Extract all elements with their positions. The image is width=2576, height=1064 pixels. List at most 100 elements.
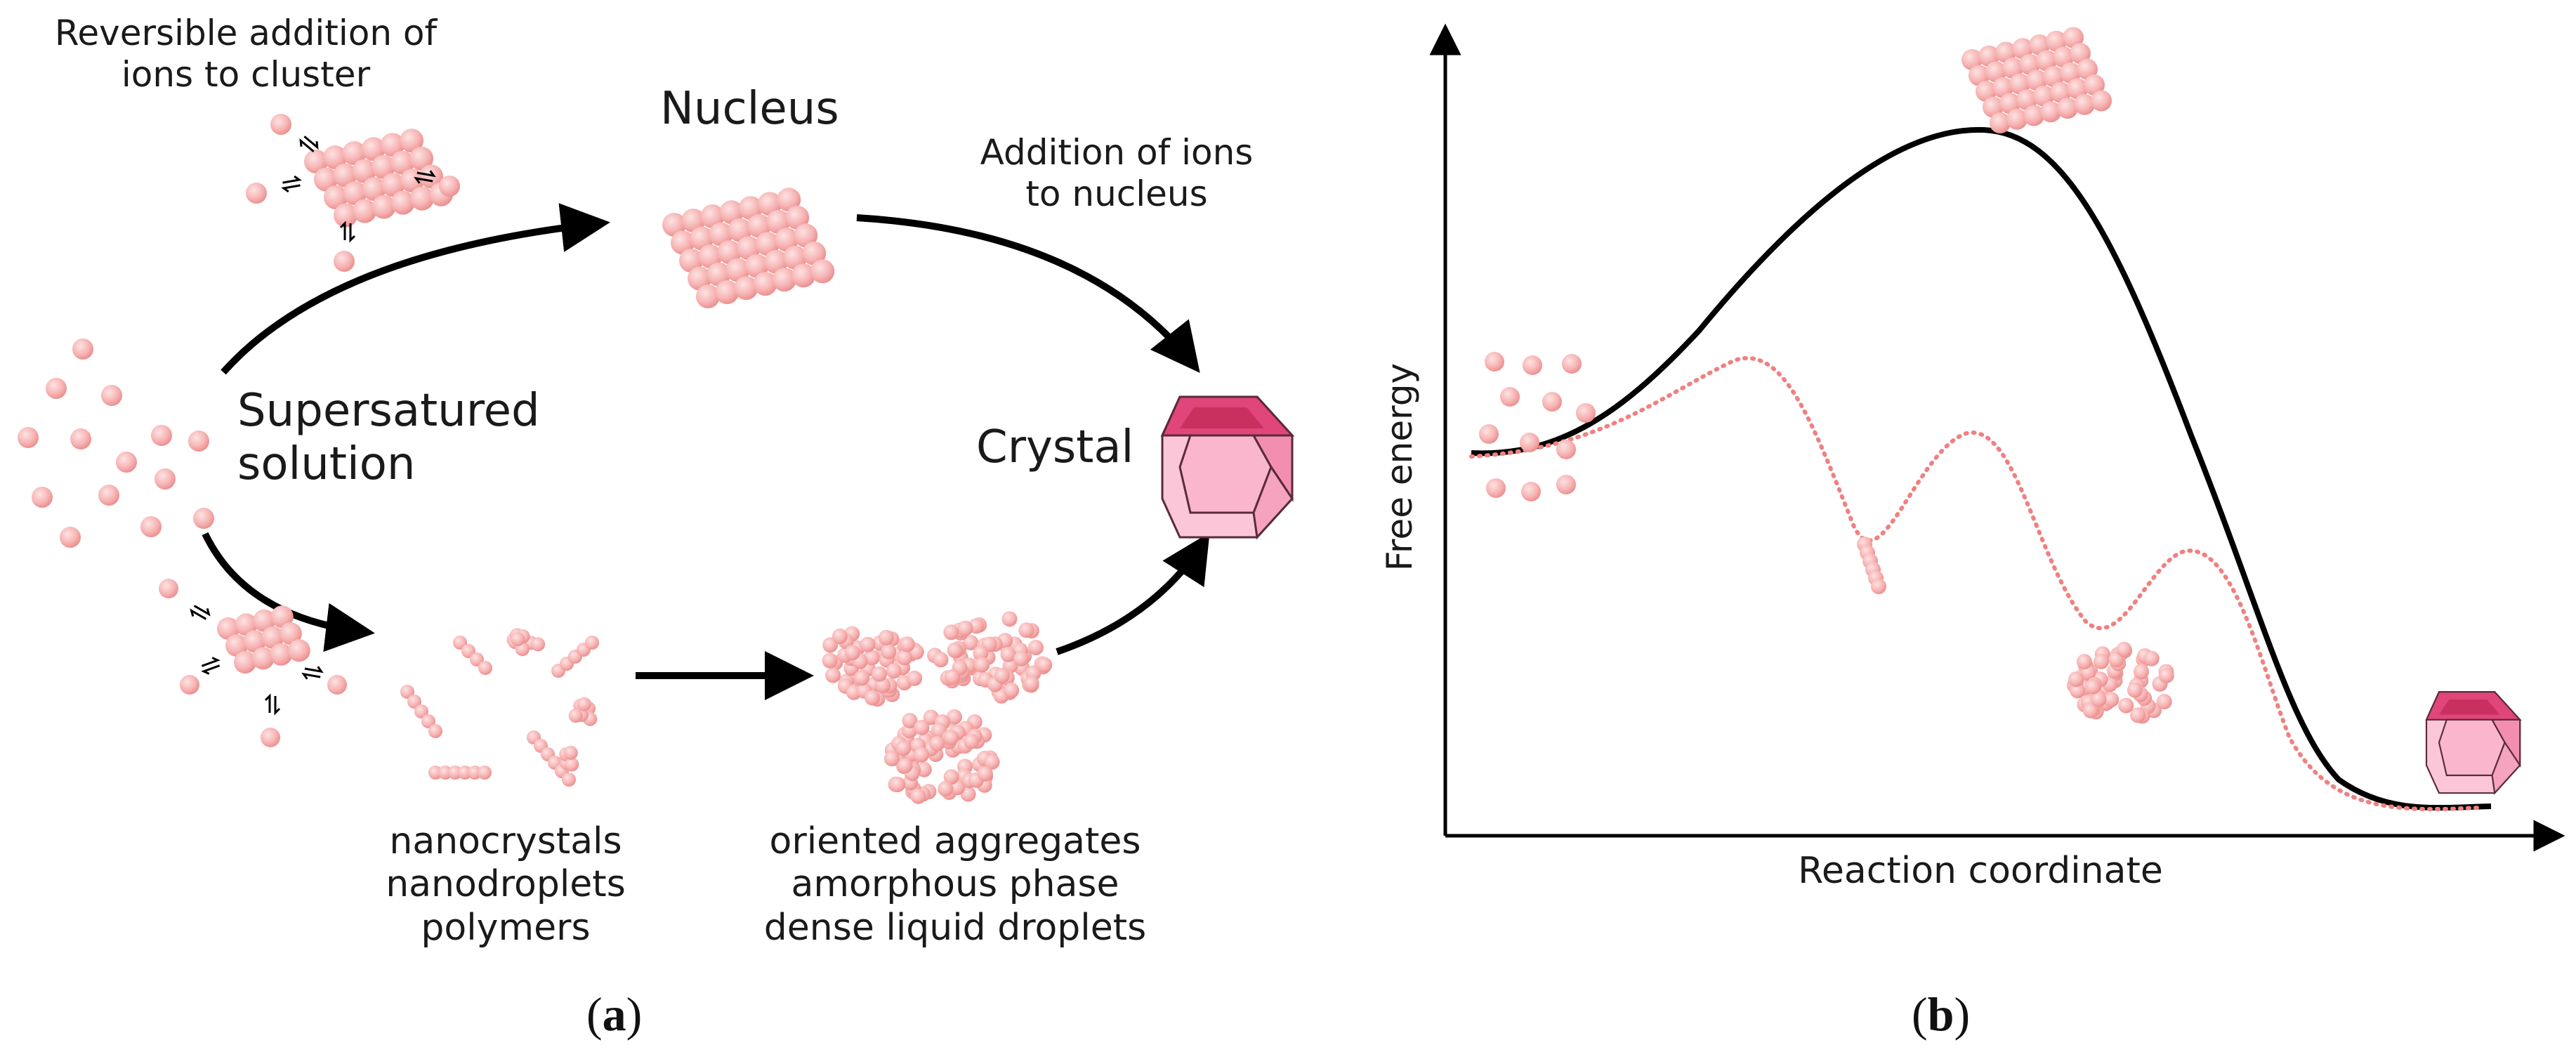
aggregate-ion <box>822 652 838 669</box>
polymer-ion <box>421 714 435 728</box>
nucleus-particle <box>662 188 835 308</box>
polymer-ion <box>438 766 452 780</box>
supersat-line-1: Supersatured <box>237 385 540 437</box>
nucleus-ion <box>2070 43 2091 64</box>
initial-ion <box>1485 352 1504 372</box>
aggregate-ion <box>890 777 906 793</box>
arrows-panel-a <box>202 203 1210 700</box>
aggregate-ion <box>2133 664 2149 680</box>
nucleus-ion <box>791 263 815 288</box>
aggregate-ion <box>964 733 980 749</box>
polymer-ion <box>478 766 492 780</box>
nucleus-ion <box>717 240 742 265</box>
initial-ion <box>1479 424 1499 444</box>
nucleus-ion <box>753 272 777 296</box>
cluster-ion <box>225 634 248 657</box>
free-ion <box>180 675 199 695</box>
aggregates-particles <box>822 611 1053 804</box>
aggregate-ion <box>2103 692 2120 708</box>
nucleus-ion <box>1999 93 2020 114</box>
droplet-ion <box>577 697 591 711</box>
aggregate-ion <box>1023 676 1039 692</box>
addition-line-2: to nucleus <box>1025 173 1208 214</box>
initial-ion <box>1500 387 1520 407</box>
cluster-ion <box>253 609 276 632</box>
exchange-arrow-icon <box>414 170 436 184</box>
aggregate-ion <box>860 636 876 652</box>
nucleus-ion <box>707 262 731 287</box>
nucleus-ion <box>2023 105 2044 126</box>
aggregate-ion <box>914 747 930 763</box>
droplet-ion <box>563 745 578 760</box>
cluster-ion <box>371 155 395 179</box>
solution-ion <box>193 508 214 529</box>
panel-a-caption: (a) <box>586 987 642 1042</box>
aggregate-ion <box>994 667 1010 683</box>
aggregate-ion <box>957 620 973 636</box>
intermediate-1-2: nanodroplets <box>386 863 626 906</box>
nucleus-ion <box>1995 41 2016 63</box>
cluster-ion <box>381 173 405 197</box>
cluster-ion <box>390 150 414 175</box>
nucleus-ion <box>2002 58 2023 79</box>
nucleus-ion <box>2016 89 2037 110</box>
aggregate-ion <box>946 709 962 725</box>
initial-ion <box>1576 403 1596 423</box>
nucleus-ion <box>1990 112 2011 133</box>
cluster-ion <box>234 651 256 674</box>
initial-ions-b <box>1479 352 1596 501</box>
aggregate-ion <box>897 650 913 666</box>
solution-ion <box>188 431 209 452</box>
nucleus-ion <box>2077 58 2098 80</box>
free-ion <box>159 579 178 598</box>
nucleus-ion <box>2057 98 2078 119</box>
free-ion <box>334 251 355 272</box>
intermediate-2-3: dense liquid droplets <box>763 906 1147 949</box>
aggregate-ion <box>2130 707 2146 723</box>
aggregate-ion <box>943 624 959 641</box>
aggregate-ion <box>943 730 959 746</box>
aggregate-ion <box>872 666 888 682</box>
caption-a-open: ( <box>586 987 603 1041</box>
aggregate-ion <box>2082 702 2098 718</box>
nucleus-particle-peak <box>1961 27 2112 133</box>
caption-a-close: ) <box>626 987 643 1041</box>
aggregate-ion <box>916 761 932 777</box>
nucleus-ion <box>690 226 714 251</box>
nucleus-ion <box>777 188 801 212</box>
exchange-arrow-icon <box>264 693 281 716</box>
reversible-line-1: Reversible addition of <box>54 13 438 53</box>
aggregate-ion <box>2068 671 2084 688</box>
exchange-arrow-icon <box>201 657 221 675</box>
cluster-ion <box>419 164 443 189</box>
aggregate-ion <box>1000 646 1016 662</box>
nucleus-ion <box>2036 50 2057 72</box>
aggregate-ion <box>2127 682 2143 698</box>
aggregate-ion <box>2118 697 2134 714</box>
aggregate-ion <box>984 754 1000 770</box>
intermediate-2-2: amorphous phase <box>791 863 1119 906</box>
solution-ion <box>46 378 67 399</box>
nonclassical-pathway-curve <box>1469 356 2481 812</box>
cluster-ion <box>409 186 434 211</box>
nucleus-ion <box>1978 45 1999 67</box>
nucleus-ion <box>738 196 763 221</box>
aggregate-ion <box>2116 641 2132 657</box>
nucleus-ion <box>736 236 761 261</box>
cluster-ion <box>235 613 258 636</box>
aggregate-ion <box>895 740 912 756</box>
nucleus-ion <box>2029 34 2050 55</box>
aggregate-ion <box>886 663 902 679</box>
arrow-aggregates-to-crystal <box>1056 532 1210 655</box>
intermediates-list-2: oriented aggregates amorphous phase dens… <box>730 820 1180 950</box>
intermediate-1-3: polymers <box>421 906 591 949</box>
nucleus-ion <box>2009 73 2030 95</box>
free-ion <box>261 728 280 747</box>
nucleus-ion <box>785 205 810 230</box>
initial-ion <box>1523 355 1542 375</box>
aggregate-ion <box>973 645 989 661</box>
classical-pathway-curve <box>1471 126 2492 811</box>
free-ion <box>439 176 460 197</box>
